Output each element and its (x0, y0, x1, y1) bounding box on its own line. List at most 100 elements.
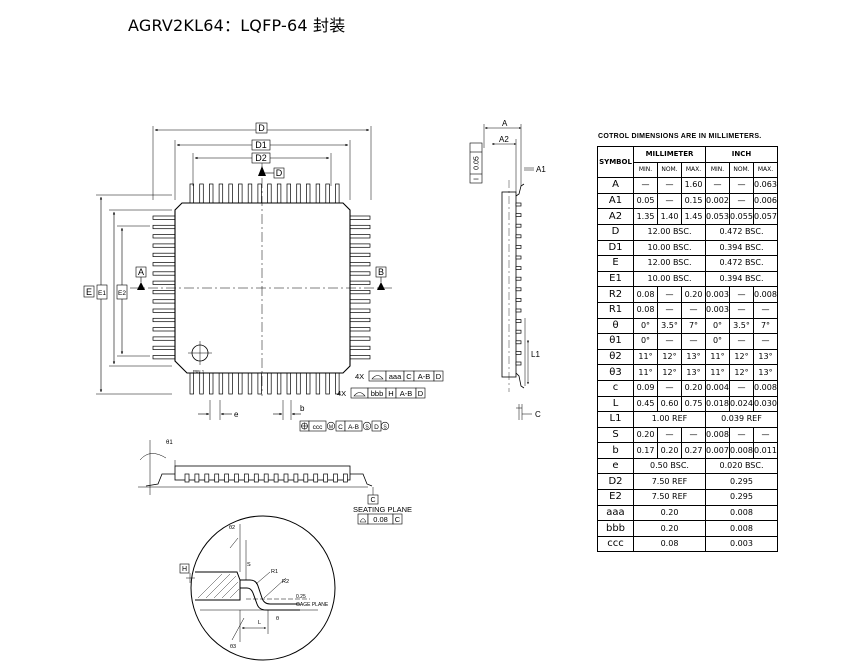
table-cell: e (597, 457, 634, 475)
table-cell: D (597, 223, 634, 241)
table-cell: 0.45 (633, 395, 658, 413)
table-subheader-row: MIN. NOM. MAX. MIN. NOM. MAX. (598, 161, 778, 179)
sub-mm-min: MIN. (633, 161, 658, 179)
svg-text:aaa: aaa (389, 372, 402, 381)
table-cell: 12° (657, 364, 682, 381)
table-cell: 0.039 REF (705, 411, 778, 428)
table-cell: 0.08 (633, 535, 706, 553)
table-cell: — (657, 177, 682, 194)
table-cell: 0.60 (657, 395, 682, 413)
lead (349, 252, 371, 257)
header-millimeter: MILLIMETER (633, 146, 706, 163)
header-symbol: SYMBOL (597, 145, 634, 179)
lead (515, 245, 522, 249)
label-datum-B: B (378, 267, 384, 277)
table-cell: 0.20 (633, 426, 658, 444)
table-cell: 0.50 BSC. (633, 457, 706, 475)
table-header-row: SYMBOL MILLIMETER INCH (597, 145, 778, 179)
lead (152, 215, 176, 220)
front-leads (184, 473, 348, 483)
fcf-ccc: ccc M C A-B S D S (299, 420, 390, 432)
table-cell: θ2 (597, 348, 634, 366)
lead (152, 317, 176, 323)
svg-text:A-B: A-B (348, 424, 359, 431)
lead (296, 183, 301, 204)
label-datum-D: D (276, 168, 283, 178)
table-cell: θ3 (597, 364, 634, 381)
table-cell: 0.394 BSC. (705, 270, 778, 288)
lead (349, 336, 371, 341)
svg-text:S: S (383, 425, 387, 431)
table-cell: — (729, 192, 754, 210)
lead (247, 183, 253, 204)
lead (343, 473, 348, 483)
lead (315, 372, 321, 395)
table-cell: 0° (705, 317, 730, 335)
table-cell: — (753, 301, 778, 319)
table-cell: 0.004 (705, 379, 730, 397)
label-E: E (86, 287, 92, 297)
label-theta3: θ3 (230, 644, 236, 650)
lead (306, 372, 311, 395)
fcf-aaa: 4X aaa C A-B D (355, 370, 444, 382)
table-cell: 7° (753, 317, 778, 335)
lead (152, 336, 176, 341)
label-seating-plane: SEATING PLANE (353, 505, 412, 514)
table-cell: 0° (633, 333, 658, 350)
label-side-L1: L1 (531, 350, 540, 359)
table-cell: 0.20 (681, 286, 706, 303)
svg-text:A-B: A-B (418, 372, 431, 381)
label-gage-value: 0.25 (296, 594, 306, 600)
table-cell: 0.20 (633, 520, 706, 537)
lead (267, 372, 272, 395)
table-cell: 0° (705, 333, 730, 350)
table-cell: E2 (597, 489, 634, 506)
table-cell: 0.008 (753, 379, 778, 397)
lead (515, 287, 522, 292)
table-cell: L (597, 395, 634, 413)
lead (335, 183, 340, 204)
table-cell: 1.40 (657, 208, 682, 225)
lead (152, 262, 176, 267)
label-datum-H: H (182, 566, 187, 573)
table-cell: 0.003 (705, 535, 778, 553)
front-view-labels: θ1 C SEATING PLANE 0.08 C (166, 440, 412, 525)
leads-left (152, 215, 176, 360)
table-cell: 13° (681, 348, 706, 366)
lead (515, 361, 522, 366)
table-cell: — (633, 177, 658, 194)
table-cell: 0.003 (705, 286, 730, 303)
flatness-value: 0.05 (474, 156, 481, 170)
table-cell: — (657, 286, 682, 303)
lead (349, 271, 371, 276)
label-pin1: PIN 1 (193, 369, 205, 374)
lead (152, 327, 176, 332)
detail-view-labels: θ2 θ3 R1 R2 0.25 GAGE PLANE L S θ H (179, 525, 329, 650)
lead (152, 252, 176, 257)
lead (152, 290, 176, 295)
lead (515, 319, 522, 323)
table-row: A——1.60——0.063 (597, 177, 778, 194)
lead (152, 243, 176, 248)
side-view-labels: A A2 A1 L1 C 0.05 I (469, 119, 546, 419)
table-cell: 0.053 (705, 208, 730, 225)
lead (349, 290, 371, 295)
lead (349, 327, 371, 332)
lead (238, 183, 243, 204)
lead (253, 473, 259, 483)
lead (218, 183, 224, 204)
table-cell: b (597, 442, 634, 459)
lead (199, 183, 204, 204)
side-leads (515, 202, 522, 366)
table-cell: A (597, 177, 634, 194)
table-cell: 0.008 (705, 504, 778, 522)
lead (325, 183, 330, 204)
lead (189, 372, 194, 395)
lead (247, 372, 253, 395)
